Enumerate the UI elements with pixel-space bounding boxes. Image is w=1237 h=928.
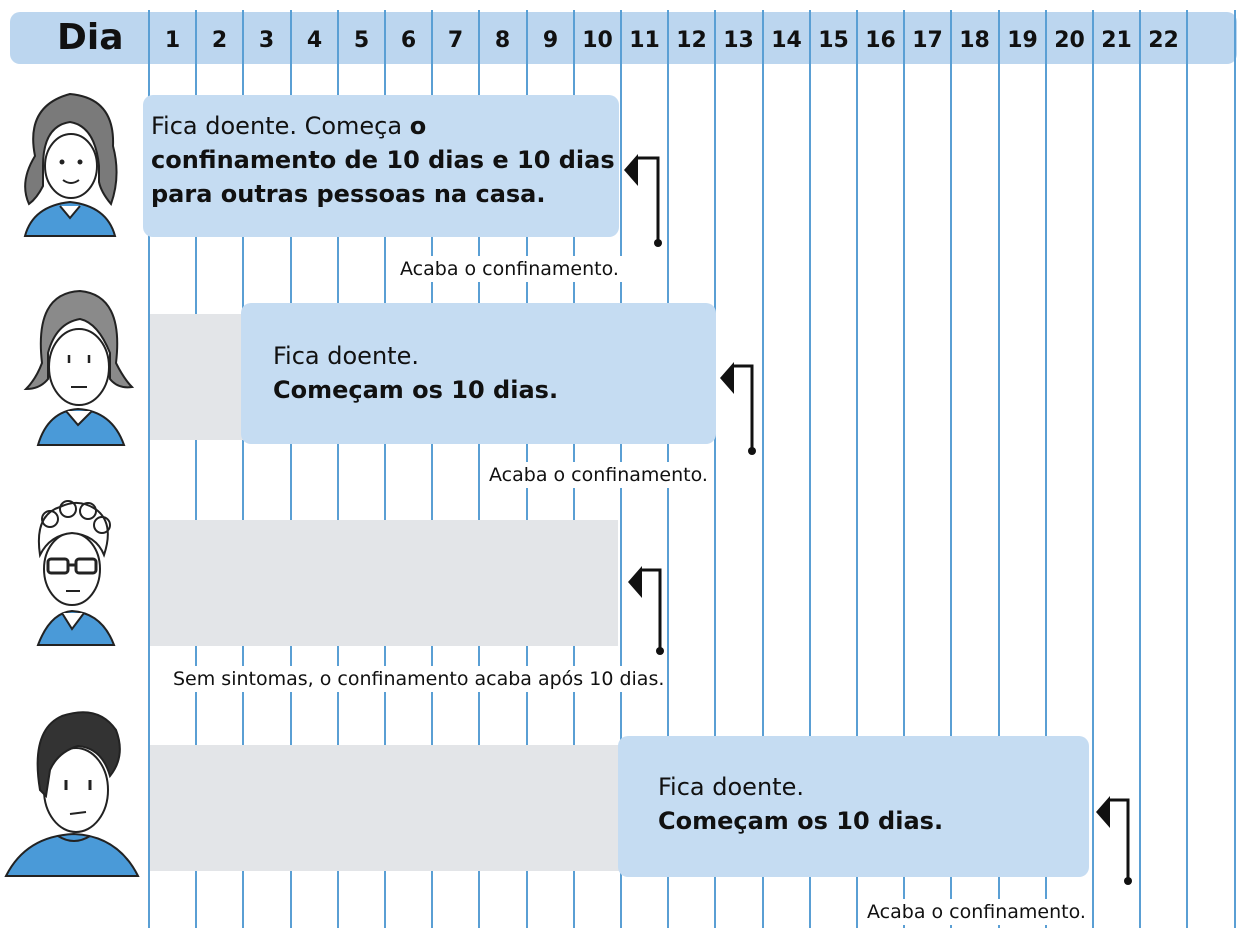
day-number: 2 <box>211 28 228 53</box>
note-3: Sem sintomas, o confinamento acaba após … <box>170 666 668 692</box>
day-number: 1 <box>164 28 181 53</box>
day-axis-label: Dia <box>57 17 124 58</box>
day-number: 13 <box>723 28 754 53</box>
grid-line <box>478 10 480 928</box>
day-number: 10 <box>582 28 613 53</box>
grid-line <box>242 10 244 928</box>
grid-line <box>384 10 386 928</box>
day-number: 11 <box>629 28 660 53</box>
day-number: 8 <box>494 28 511 53</box>
man-short-hair-icon <box>4 711 140 877</box>
day-number: 3 <box>258 28 275 53</box>
grid-line <box>998 10 1000 928</box>
grid-line <box>1139 10 1141 928</box>
day-number: 6 <box>400 28 417 53</box>
end-arrow-3-icon <box>628 566 664 655</box>
grid-line <box>290 10 292 928</box>
woman-straight-hair-icon <box>23 289 135 446</box>
note-2: Acaba o confinamento. <box>486 462 711 488</box>
day-header-bar <box>10 12 1237 64</box>
isolation-band-3 <box>150 520 618 646</box>
grid-line <box>809 10 811 928</box>
isolation-band-4 <box>150 745 630 871</box>
day-number: 4 <box>306 28 323 53</box>
grid-line <box>762 10 764 928</box>
day-number: 19 <box>1007 28 1038 53</box>
grid-line <box>195 10 197 928</box>
day-number: 20 <box>1054 28 1085 53</box>
day-number: 12 <box>676 28 707 53</box>
day-number: 17 <box>912 28 943 53</box>
grid-line <box>856 10 858 928</box>
end-arrow-1-icon <box>624 154 662 247</box>
grid-line <box>148 10 150 928</box>
event-box-4: Fica doente. Começam os 10 dias. <box>618 736 1089 877</box>
end-arrow-2-icon <box>720 362 756 455</box>
note-1: Acaba o confinamento. <box>397 256 622 282</box>
woman-curly-hair-icon <box>23 92 118 237</box>
day-number: 16 <box>865 28 896 53</box>
day-number: 5 <box>353 28 370 53</box>
day-number: 7 <box>447 28 464 53</box>
event-box-1: Fica doente. Começa o confinamento de 10… <box>143 95 619 237</box>
grid-line <box>337 10 339 928</box>
man-glasses-icon <box>36 500 116 646</box>
day-number: 14 <box>771 28 802 53</box>
grid-line <box>903 10 905 928</box>
grid-line <box>950 10 952 928</box>
day-number: 9 <box>542 28 559 53</box>
day-number: 21 <box>1101 28 1132 53</box>
isolation-band-2 <box>150 314 250 440</box>
event-box-2: Fica doente. Começam os 10 dias. <box>241 303 716 444</box>
grid-line <box>1234 10 1236 928</box>
day-number: 22 <box>1148 28 1179 53</box>
grid-line <box>1092 10 1094 928</box>
grid-line <box>1186 10 1188 928</box>
day-number: 18 <box>959 28 990 53</box>
day-number: 15 <box>818 28 849 53</box>
note-4: Acaba o confinamento. <box>864 899 1089 925</box>
grid-line <box>431 10 433 928</box>
grid-line <box>1045 10 1047 928</box>
grid-line <box>714 10 716 928</box>
end-arrow-4-icon <box>1096 796 1132 885</box>
